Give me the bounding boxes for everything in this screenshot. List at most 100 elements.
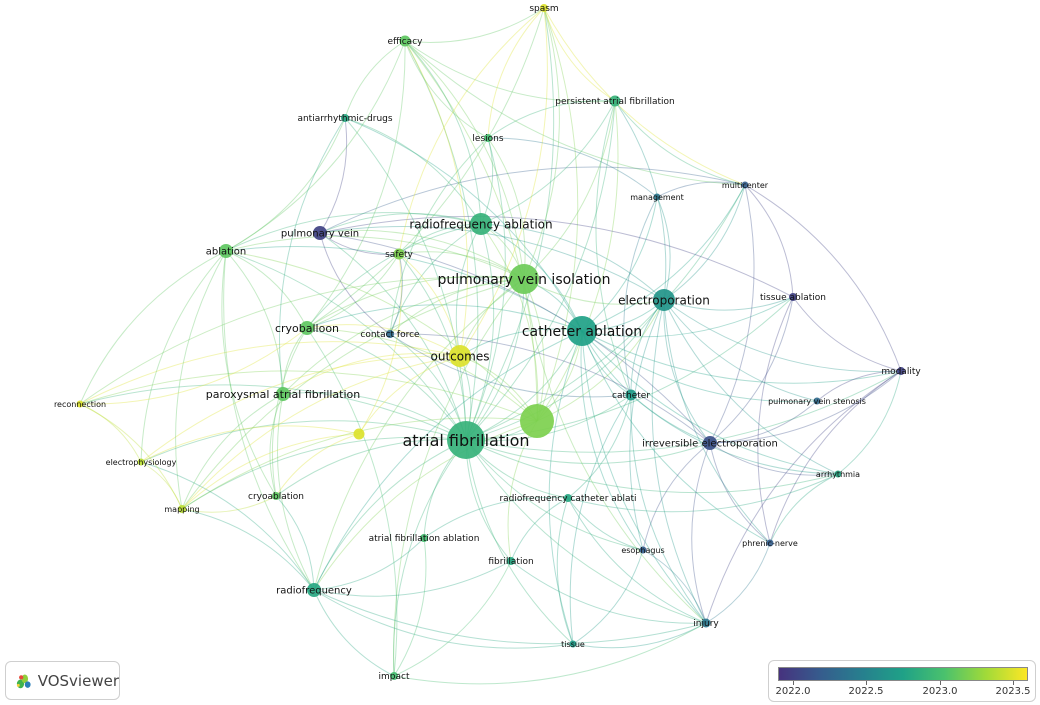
link-catheter-ablation-radiofrequency xyxy=(313,330,583,591)
node-lesions[interactable] xyxy=(484,134,492,142)
node-arrhythmia[interactable] xyxy=(834,470,842,478)
nodes-layer xyxy=(76,4,905,680)
node-electroporation[interactable] xyxy=(653,289,675,311)
node-label-pulmonary-vein-stenosis[interactable]: pulmonary vein stenosis xyxy=(768,397,866,406)
node-label-esophagus[interactable]: esophagus xyxy=(621,546,664,555)
node-label-electrophysiology[interactable]: electrophysiology xyxy=(106,458,177,467)
node-pulmonary-vein-isolation[interactable] xyxy=(509,264,539,294)
link-unlabeled-large-radiofrequency xyxy=(313,420,538,591)
node-label-impact[interactable]: impact xyxy=(379,672,410,682)
node-safety[interactable] xyxy=(393,248,405,260)
link-radiofrequency-catheter-ablati-fibrillation xyxy=(510,497,569,562)
node-outcomes[interactable] xyxy=(449,345,471,367)
node-label-irreversible-electroporation[interactable]: irreversible electroporation xyxy=(642,439,778,450)
node-radiofrequency-ablation[interactable] xyxy=(470,213,492,235)
node-label-management[interactable]: management xyxy=(630,193,684,202)
labels-layer: atrial fibrillation catheter ablation pulm… xyxy=(54,4,921,682)
link-radiofrequency-ablation-antiarrhythmic-drugs xyxy=(344,117,482,225)
node-fibrillation[interactable] xyxy=(507,557,515,565)
node-atrial-fibrillation-ablation[interactable] xyxy=(420,534,428,542)
node-radiofrequency-catheter-ablati[interactable] xyxy=(564,494,572,502)
link-unlabeled-yellow-electrophysiology xyxy=(140,425,360,463)
node-label-persistent-atrial-fibrillation[interactable]: persistent atrial fibrillation xyxy=(555,97,674,107)
node-injury[interactable] xyxy=(701,618,711,628)
node-paroxysmal-atrial-fibrillation[interactable] xyxy=(276,387,290,401)
node-label-arrhythmia[interactable]: arrhythmia xyxy=(816,470,860,479)
node-label-catheter-ablation[interactable]: catheter ablation xyxy=(522,324,642,340)
node-label-tissue-ablation[interactable]: tissue ablation xyxy=(760,293,826,303)
node-tissue[interactable] xyxy=(569,640,577,648)
node-spasm[interactable] xyxy=(540,4,548,12)
node-multicenter[interactable] xyxy=(741,181,749,189)
node-modality[interactable] xyxy=(897,367,905,375)
link-catheter-ablation-irreversible-electroporation xyxy=(581,330,711,444)
node-reconnection[interactable] xyxy=(76,400,84,408)
node-label-atrial-fibrillation-ablation[interactable]: atrial fibrillation ablation xyxy=(369,534,480,544)
node-label-antiarrhythmic-drugs[interactable]: antiarrhythmic-drugs xyxy=(297,114,392,124)
node-label-electroporation[interactable]: electroporation xyxy=(618,293,710,307)
node-label-phrenic-nerve[interactable]: phrenic-nerve xyxy=(742,539,798,548)
node-antiarrhythmic-drugs[interactable] xyxy=(341,114,349,122)
node-esophagus[interactable] xyxy=(639,546,647,554)
node-label-ablation[interactable]: ablation xyxy=(206,247,247,258)
node-management[interactable] xyxy=(653,193,661,201)
node-label-fibrillation[interactable]: fibrillation xyxy=(488,557,533,567)
link-atrial-fibrillation-injury xyxy=(465,439,707,624)
vosviewer-brand: VOSviewer xyxy=(5,661,120,700)
node-label-outcomes[interactable]: outcomes xyxy=(431,349,490,363)
node-tissue-ablation[interactable] xyxy=(789,293,797,301)
link-atrial-fibrillation-safety xyxy=(398,253,467,441)
node-label-atrial-fibrillation[interactable]: atrial fibrillation xyxy=(402,431,529,450)
node-label-radiofrequency[interactable]: radiofrequency xyxy=(276,586,352,597)
node-catheter-ablation[interactable] xyxy=(567,316,597,346)
node-cryoablation[interactable] xyxy=(272,492,280,500)
link-tissue-ablation-phrenic-nerve xyxy=(757,296,794,544)
node-cryoballoon[interactable] xyxy=(300,321,314,335)
node-label-reconnection[interactable]: reconnection xyxy=(54,400,106,409)
node-label-injury[interactable]: injury xyxy=(693,619,719,629)
node-unlabeled-large[interactable] xyxy=(520,404,554,438)
node-efficacy[interactable] xyxy=(399,35,411,47)
node-label-mapping[interactable]: mapping xyxy=(164,505,199,514)
link-unlabeled-large-spasm xyxy=(536,7,579,422)
node-persistent-atrial-fibrillation[interactable] xyxy=(609,95,621,107)
node-label-lesions[interactable]: lesions xyxy=(472,134,503,144)
node-irreversible-electroporation[interactable] xyxy=(703,436,717,450)
node-catheter[interactable] xyxy=(625,389,637,401)
node-electrophysiology[interactable] xyxy=(137,458,145,466)
node-label-catheter[interactable]: catheter xyxy=(612,391,650,401)
link-unlabeled-yellow-cryoablation xyxy=(275,433,360,497)
node-label-contact-force[interactable]: contact force xyxy=(360,330,420,340)
node-mapping[interactable] xyxy=(178,505,186,513)
node-pulmonary-vein-stenosis[interactable] xyxy=(813,397,821,405)
legend-tick-label: 2022.0 xyxy=(775,686,811,697)
node-label-cryoballoon[interactable]: cryoballoon xyxy=(275,322,339,335)
node-label-pulmonary-vein-isolation[interactable]: pulmonary vein isolation xyxy=(438,272,611,288)
link-ablation-mapping xyxy=(175,250,227,510)
link-catheter-ablation-ablation xyxy=(225,245,583,332)
link-atrial-fibrillation-efficacy xyxy=(404,40,479,441)
node-label-efficacy[interactable]: efficacy xyxy=(388,37,424,47)
node-radiofrequency[interactable] xyxy=(307,583,321,597)
node-unlabeled-yellow[interactable] xyxy=(353,428,365,440)
node-impact[interactable] xyxy=(390,672,398,680)
node-label-cryoablation[interactable]: cryoablation xyxy=(248,492,304,502)
node-label-tissue[interactable]: tissue xyxy=(561,640,585,649)
node-label-pulmonary-vein[interactable]: pulmonary vein xyxy=(281,229,359,240)
node-label-spasm[interactable]: spasm xyxy=(529,4,558,14)
node-label-radiofrequency-catheter-ablati[interactable]: radiofrequency catheter ablati xyxy=(499,494,636,504)
link-tissue-ablation-modality xyxy=(792,296,902,372)
link-spasm-safety xyxy=(398,7,545,255)
node-atrial-fibrillation[interactable] xyxy=(447,421,485,459)
node-label-radiofrequency-ablation[interactable]: radiofrequency ablation xyxy=(409,217,552,231)
node-ablation[interactable] xyxy=(219,244,233,258)
node-label-modality[interactable]: modality xyxy=(881,367,921,377)
node-phrenic-nerve[interactable] xyxy=(766,539,774,547)
node-label-safety[interactable]: safety xyxy=(385,250,413,260)
node-pulmonary-vein[interactable] xyxy=(313,226,327,240)
node-label-multicenter[interactable]: multicenter xyxy=(722,181,769,190)
node-contact-force[interactable] xyxy=(386,330,394,338)
node-label-paroxysmal-atrial-fibrillation[interactable]: paroxysmal atrial fibrillation xyxy=(206,388,361,401)
link-electroporation-injury xyxy=(651,299,707,624)
